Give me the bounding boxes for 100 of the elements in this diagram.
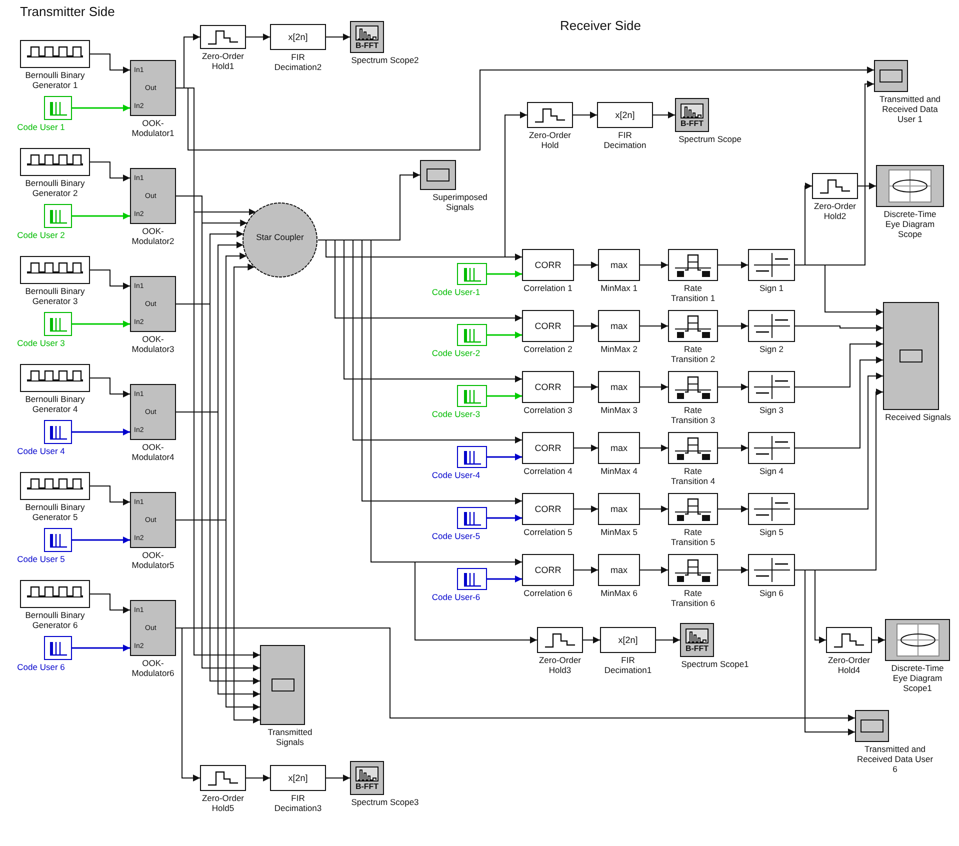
block-label: Code User 2 xyxy=(16,230,66,240)
connector-arrow xyxy=(640,262,668,268)
connector-arrow xyxy=(72,536,130,544)
block-label: OOK-Modulator6 xyxy=(130,658,176,678)
block-label: Code User-1 xyxy=(430,287,482,297)
connector-arrow xyxy=(718,322,748,330)
block-text: max xyxy=(610,382,628,392)
block-label: Bernoulli Binary Generator 2 xyxy=(24,178,86,198)
connector-arrow xyxy=(487,576,522,582)
connector-arrow xyxy=(640,322,668,330)
connector-arrow xyxy=(640,384,668,390)
connector-arrow xyxy=(176,520,260,710)
block-text: CORR xyxy=(534,443,562,453)
connector-arrow xyxy=(640,566,668,574)
block-label: Code User 4 xyxy=(16,446,66,456)
connector-arrow xyxy=(794,264,884,316)
block-label: Superimposed Signals xyxy=(432,192,488,212)
block-text: B-FFT xyxy=(680,118,704,128)
block-label: Correlation 4 xyxy=(522,466,574,476)
connector-arrow xyxy=(574,566,598,574)
block-label: Sign 3 xyxy=(758,405,785,415)
block-label: Transmitted and Received Data User 1 xyxy=(878,94,942,124)
connector-arrow xyxy=(718,506,748,512)
block-text: x[2n] xyxy=(618,635,638,645)
block-label: Code User 1 xyxy=(16,122,66,132)
connector-arrow xyxy=(72,104,130,112)
block-label: Code User-4 xyxy=(430,470,482,480)
connector-arrow xyxy=(794,372,884,510)
connector-arrow xyxy=(574,444,598,452)
connector-arrow xyxy=(574,384,598,390)
block-label: Transmitted and Received Data User 6 xyxy=(856,744,934,774)
block-label: Transmitted Signals xyxy=(266,727,314,747)
block-label: Zero-Order Hold xyxy=(528,130,572,150)
block-label: Code User-3 xyxy=(430,409,482,419)
block-text: CORR xyxy=(534,260,562,270)
block-text: max xyxy=(610,565,628,575)
connector-arrow xyxy=(794,324,884,332)
block-label: MinMax 1 xyxy=(600,283,638,293)
block-label: Zero-Order Hold3 xyxy=(538,655,582,675)
block-label: OOK-Modulator5 xyxy=(130,550,176,570)
block-label: Correlation 6 xyxy=(522,588,574,598)
block-label: Zero-Order Hold4 xyxy=(826,655,872,675)
block-text: x[2n] xyxy=(288,773,308,783)
block-label: MinMax 2 xyxy=(600,344,638,354)
block-label: Code User-6 xyxy=(430,592,482,602)
block-text: max xyxy=(610,443,628,453)
connector-arrow xyxy=(246,34,270,40)
block-label: Rate Transition 5 xyxy=(670,527,716,547)
connector-arrow xyxy=(718,444,748,452)
block-text: CORR xyxy=(534,382,562,392)
block-label: Rate Transition 4 xyxy=(670,466,716,486)
connector-arrow xyxy=(582,636,600,644)
connector-arrow xyxy=(90,486,130,506)
block-label: Zero-Order Hold2 xyxy=(812,201,858,221)
connector-arrow xyxy=(90,594,130,614)
block-label: OOK-Modulator1 xyxy=(130,118,176,138)
block-label: Received Signals xyxy=(884,412,952,422)
block-label: Spectrum Scope2 xyxy=(350,55,420,65)
block-text: x[2n] xyxy=(288,32,308,42)
block-label: Bernoulli Binary Generator 3 xyxy=(24,286,86,306)
block-label: Rate Transition 3 xyxy=(670,405,716,425)
connector-arrow xyxy=(574,322,598,330)
block-label: Zero-Order Hold5 xyxy=(200,793,246,813)
section-heading: Transmitter Side xyxy=(20,4,115,19)
connector-arrow xyxy=(326,34,350,40)
connector-arrow xyxy=(72,428,130,436)
block-label: MinMax 3 xyxy=(600,405,638,415)
block-label: FIR Decimation3 xyxy=(273,793,323,813)
block-text: max xyxy=(610,504,628,514)
block-label: Correlation 5 xyxy=(522,527,574,537)
connector-arrow xyxy=(90,378,130,398)
block-label: FIR Decimation1 xyxy=(603,655,653,675)
connector-arrow xyxy=(72,212,130,220)
block-label: Spectrum Scope3 xyxy=(350,797,420,807)
block-label: Discrete-Time Eye Diagram Scope1 xyxy=(890,663,945,693)
block-label: MinMax 5 xyxy=(600,527,638,537)
connector-arrow xyxy=(246,774,270,782)
connector-arrow xyxy=(718,262,748,268)
connector-arrow xyxy=(640,444,668,452)
block-label: FIR Decimation xyxy=(602,130,648,150)
block-text: B-FFT xyxy=(355,782,379,790)
block-label: Sign 1 xyxy=(758,283,785,293)
connector-arrow xyxy=(794,356,884,448)
block-label: Spectrum Scope xyxy=(678,134,742,144)
block-label: Zero-Order Hold1 xyxy=(200,51,246,71)
connector-arrow xyxy=(487,454,522,460)
block-label: Sign 2 xyxy=(758,344,785,354)
connector-arrow xyxy=(858,182,876,190)
block-label: Correlation 2 xyxy=(522,344,574,354)
block-text: max xyxy=(610,321,628,331)
block-label: Sign 5 xyxy=(758,527,785,537)
connector-arrow xyxy=(90,270,130,290)
block-label: Code User 5 xyxy=(16,554,66,564)
section-heading: Receiver Side xyxy=(560,18,641,33)
block-label: Rate Transition 2 xyxy=(670,344,716,364)
block-text: x[2n] xyxy=(615,110,635,120)
connector-arrow xyxy=(872,636,886,644)
connector-arrow xyxy=(574,262,598,268)
block-label: Correlation 1 xyxy=(522,283,574,293)
block-label: Rate Transition 6 xyxy=(670,588,716,608)
